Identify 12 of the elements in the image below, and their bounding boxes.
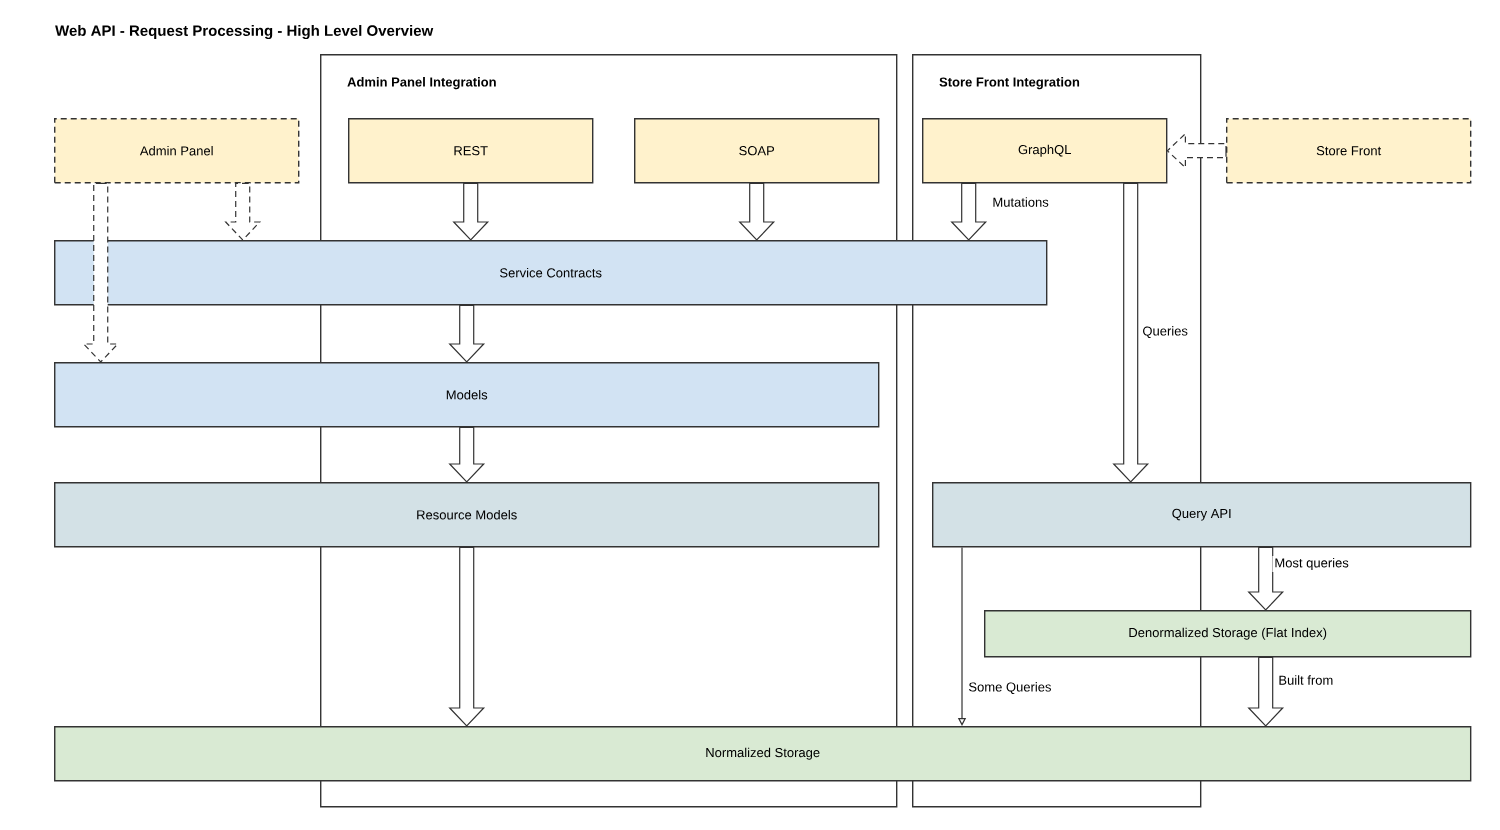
block-arrow	[452, 182, 490, 241]
block-arrow	[224, 182, 262, 241]
block-arrow	[950, 182, 988, 241]
block-arrow	[1247, 546, 1285, 611]
block-arrow	[1247, 656, 1285, 727]
block-arrow	[738, 182, 776, 241]
block-arrow	[448, 426, 486, 483]
block-arrow	[448, 304, 486, 363]
block-arrow	[448, 546, 486, 727]
block-arrow	[82, 182, 120, 363]
block-arrow	[1166, 132, 1227, 170]
block-arrow	[1112, 182, 1150, 483]
